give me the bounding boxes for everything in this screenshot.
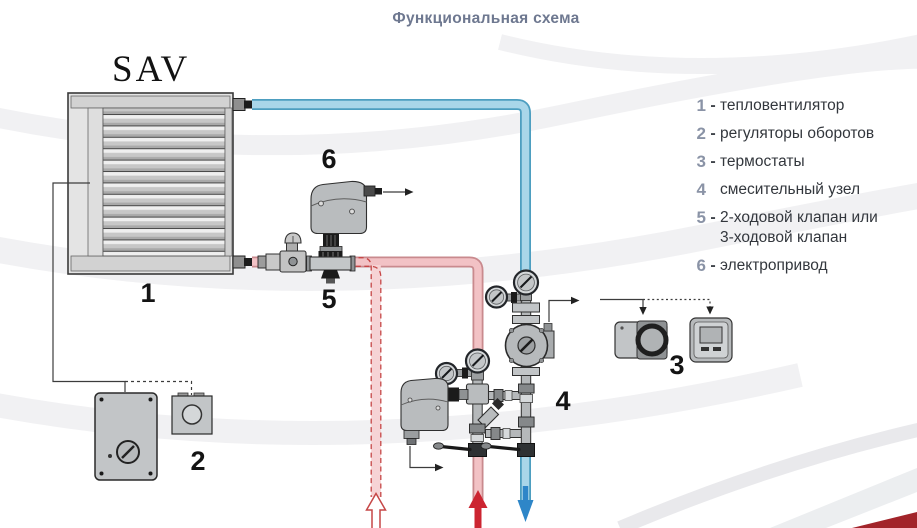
legend-dash: - bbox=[710, 209, 716, 226]
callout-2: 2 bbox=[190, 446, 206, 476]
mixing-actuator-signal-arrow bbox=[409, 446, 444, 472]
legend-dash: - bbox=[710, 153, 716, 170]
regulator-dial bbox=[181, 404, 203, 425]
legend-item-mixing-unit: 4 смесительный узел bbox=[688, 180, 914, 200]
thermostat-screen bbox=[699, 326, 723, 344]
legend-label: регуляторы оборотов bbox=[720, 125, 875, 142]
heater-louvers bbox=[102, 107, 226, 257]
legend-dash: - bbox=[710, 125, 716, 142]
heater-to-regulator-wire bbox=[52, 182, 126, 392]
bypass-flow-arrow-up bbox=[365, 491, 387, 528]
speed-regulators bbox=[94, 392, 213, 481]
circulation-pump bbox=[504, 323, 555, 368]
pump-signal-arrow bbox=[548, 296, 580, 322]
speed-regulator-small bbox=[171, 392, 213, 435]
callout-4: 4 bbox=[555, 386, 571, 416]
thermostat-dial bbox=[614, 320, 669, 360]
thermostats bbox=[614, 317, 733, 363]
mixing-valve-actuator bbox=[400, 377, 469, 445]
legend-dash: - bbox=[710, 97, 716, 114]
thermostat-programmable bbox=[689, 317, 733, 363]
corner-gray-band bbox=[770, 468, 917, 528]
legend-label: 2-ходовой клапан или 3-ходовой клапан bbox=[720, 208, 878, 248]
mixing-unit-left-branch bbox=[433, 348, 523, 457]
callout-6: 6 bbox=[321, 144, 337, 174]
legend-number: 6 bbox=[696, 256, 706, 275]
gauge-right-side bbox=[484, 285, 509, 309]
legend-label-line2: 3-ходовой клапан bbox=[720, 229, 848, 246]
actuator6-signal-arrow bbox=[383, 188, 414, 196]
legend: 1 - тепловентилятор 2 - регуляторы оборо… bbox=[688, 96, 914, 284]
drain-valve bbox=[257, 232, 307, 273]
two-way-valve bbox=[306, 234, 356, 284]
legend-number: 4 bbox=[696, 180, 706, 199]
legend-label: смесительный узел bbox=[720, 181, 861, 198]
legend-number: 1 bbox=[696, 96, 706, 115]
legend-item-heater: 1 - тепловентилятор bbox=[688, 96, 914, 116]
legend-item-actuator: 6 - электропривод bbox=[688, 256, 914, 276]
legend-dash: - bbox=[710, 257, 716, 274]
legend-item-regulators: 2 - регуляторы оборотов bbox=[688, 124, 914, 144]
right-ball-valve bbox=[480, 442, 535, 457]
control-wiring bbox=[52, 182, 714, 472]
gauge-left-top bbox=[464, 348, 491, 374]
fan-heater-unit bbox=[67, 92, 253, 275]
dashed-bypass-pipe bbox=[350, 257, 387, 528]
legend-label: электропривод bbox=[720, 257, 828, 274]
left-ball-valve bbox=[433, 442, 487, 457]
legend-label-line1: 2-ходовой клапан или bbox=[720, 209, 878, 226]
callout-3: 3 bbox=[669, 350, 685, 380]
speed-regulator-large bbox=[94, 392, 158, 481]
mixing-unit-right-branch bbox=[480, 269, 555, 457]
cold-flow-arrow-down bbox=[517, 486, 534, 522]
thermostat-wire-solid bbox=[600, 298, 647, 315]
corner-red-wedge bbox=[852, 512, 917, 528]
gauge-right-top bbox=[512, 269, 540, 296]
legend-number: 5 bbox=[696, 208, 706, 227]
page-title: Функциональная схема bbox=[392, 10, 580, 27]
callout-5: 5 bbox=[321, 284, 337, 314]
legend-label: тепловентилятор bbox=[720, 97, 845, 114]
thermostat-wire-dotted bbox=[643, 298, 714, 315]
mixing-unit bbox=[400, 269, 555, 457]
callout-1: 1 bbox=[140, 278, 156, 308]
legend-number: 2 bbox=[696, 124, 706, 143]
hot-flow-arrow-up bbox=[468, 490, 488, 528]
heater-return-stub bbox=[232, 255, 253, 269]
device-brand-label: SAV bbox=[112, 49, 191, 90]
legend-label: термостаты bbox=[720, 153, 805, 170]
regulator-dashed-wire bbox=[125, 380, 193, 395]
legend-number: 3 bbox=[696, 152, 706, 171]
heater-supply-stub bbox=[232, 98, 253, 111]
legend-item-valve: 5 - 2-ходовой клапан или 3-ходовой клапан bbox=[688, 208, 914, 248]
legend-item-thermostats: 3 - термостаты bbox=[688, 152, 914, 172]
electric-actuator-6 bbox=[310, 180, 382, 235]
